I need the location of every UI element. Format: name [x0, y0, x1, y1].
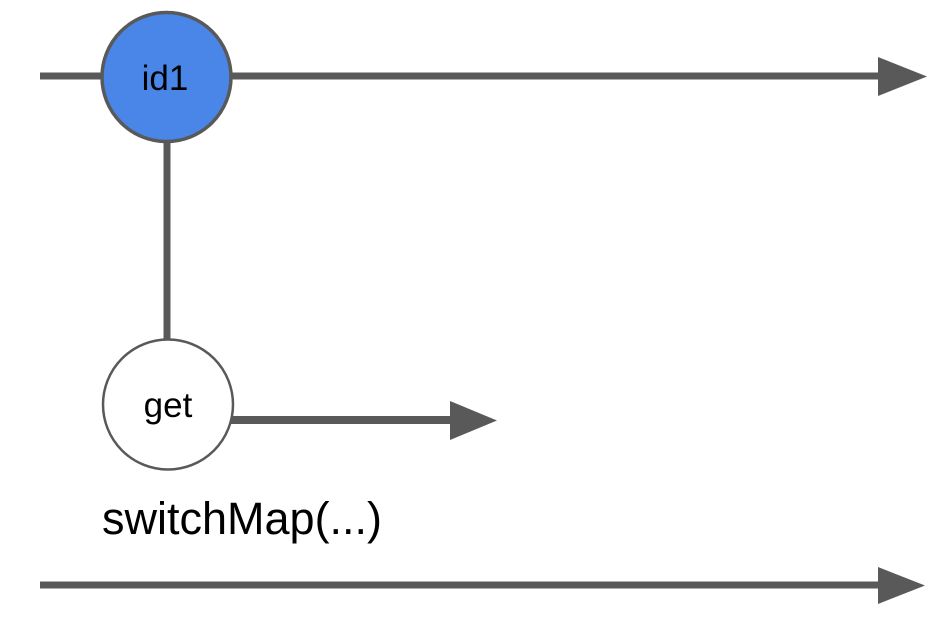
source-event-marble [100, 10, 233, 144]
source-timeline-arrowhead-icon [878, 57, 927, 96]
operator-label: switchMap(...) [102, 493, 382, 544]
output-timeline-arrowhead-icon [878, 567, 925, 604]
inner-event-label: get [144, 386, 193, 425]
source-event-label: id1 [142, 59, 189, 98]
inner-event-marble [101, 338, 235, 471]
inner-timeline-arrowhead-icon [450, 401, 497, 440]
